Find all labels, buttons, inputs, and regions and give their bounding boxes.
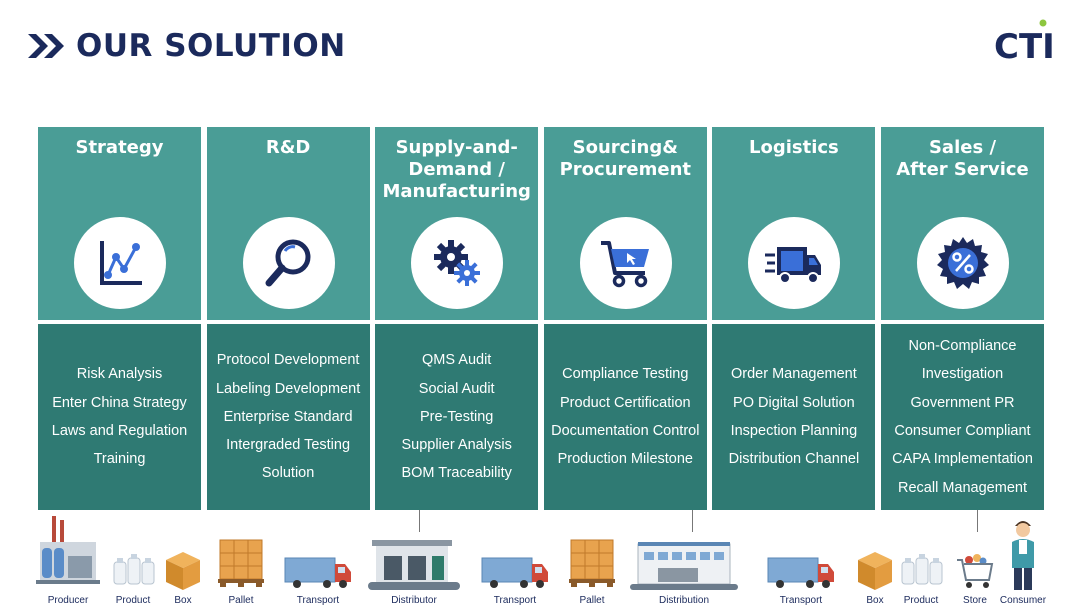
service-item: Solution [261, 465, 315, 482]
service-item: Inspection Planning [730, 423, 858, 439]
shopping-cart-icon [957, 554, 994, 588]
service-item: Production Milestone [557, 451, 693, 468]
warehouse-icon [368, 540, 460, 590]
connector-line [692, 510, 693, 532]
column-title: R&D [265, 137, 311, 158]
flow-item: Distribution [628, 512, 740, 609]
pallet-icon [218, 539, 264, 587]
supply-chain-flow: Producer Product Box [0, 512, 1080, 609]
service-item: Laws and Regulation [51, 423, 188, 439]
service-item: Consumer Compliant [894, 423, 1031, 439]
column-manufacturing: Supply-and- Demand / Manufacturing [375, 127, 539, 510]
double-chevron-icon [28, 34, 64, 58]
column-rnd: R&D Protocol Development Labeling Develo… [206, 127, 370, 510]
distribution-center-icon [630, 542, 738, 590]
box-icon [858, 552, 892, 590]
column-sales: Sales / After Service Non-Compliance Inv… [881, 127, 1044, 510]
cti-logo: CTI [994, 19, 1054, 62]
flow-label: Distribution [658, 595, 710, 606]
flow-label: Product [903, 595, 939, 606]
flow-item: Product [110, 512, 156, 609]
service-item: Order Management [731, 366, 857, 383]
flow-label: Box [866, 595, 884, 606]
service-item: Intergraded Testing [226, 437, 351, 454]
flow-label: Transport [779, 595, 823, 606]
truck-icon [767, 557, 834, 588]
column-title: Sourcing& Procurement [559, 137, 691, 180]
page-title: OUR SOLUTION [76, 28, 346, 64]
column-strategy: Strategy Risk Analysis Enter China Strat… [38, 127, 201, 510]
cart-icon [600, 241, 649, 288]
flow-label: Distributor [391, 595, 437, 606]
bottles-icon [901, 554, 943, 585]
flow-label: Consumer [999, 595, 1047, 606]
service-item: QMS Audit [422, 352, 492, 369]
service-item: Protocol Development [216, 352, 360, 369]
column-title: Sales / After Service [896, 137, 1029, 180]
service-item: Non-Compliance [908, 338, 1017, 355]
magnifier-icon [265, 239, 311, 287]
service-item: BOM Traceability [401, 465, 512, 482]
flow-label: Pallet [228, 595, 254, 606]
header: OUR SOLUTION [26, 26, 346, 66]
factory-icon [36, 516, 100, 584]
service-item: Enterprise Standard [223, 408, 353, 425]
column-sourcing: Sourcing& Procurement Compliance Testing… [543, 127, 707, 510]
discount-badge-icon [937, 237, 989, 289]
service-item: CAPA Implementation [892, 451, 1033, 468]
service-item: Enter China Strategy [52, 394, 187, 411]
flow-item: Pallet [216, 512, 266, 609]
truck-icon [481, 557, 548, 588]
flow-item: Distributor [366, 512, 462, 609]
bottles-icon [113, 554, 155, 585]
connector-line [977, 510, 978, 532]
column-title: Strategy [75, 137, 164, 158]
connector-line [419, 510, 420, 532]
truck-icon [284, 557, 351, 588]
service-item: Distribution Channel [728, 451, 860, 468]
flow-item: Pallet [567, 512, 617, 609]
flow-label: Store [963, 595, 987, 606]
flow-item: Consumer [1000, 512, 1046, 609]
service-item: Supplier Analysis [401, 437, 512, 454]
service-item: Labeling Development [215, 380, 361, 397]
flow-item: Producer [34, 512, 102, 609]
flow-item: Transport [283, 512, 353, 609]
truck-icon [765, 247, 822, 284]
flow-item: Box [164, 512, 202, 609]
flow-label: Pallet [579, 595, 605, 606]
chart-icon [100, 241, 142, 285]
gears-icon [434, 240, 481, 286]
flow-label: Producer [47, 595, 89, 606]
column-title: Logistics [749, 137, 839, 158]
service-item: Product Certification [560, 394, 691, 411]
pallet-icon [569, 539, 615, 587]
flow-item: Transport [480, 512, 550, 609]
service-item: Risk Analysis [76, 366, 163, 383]
flow-item: Transport [766, 512, 836, 609]
column-title: Supply-and- Demand / Manufacturing [382, 137, 531, 202]
flow-item: Product [898, 512, 944, 609]
flow-label: Transport [493, 595, 537, 606]
flow-item: Box [856, 512, 894, 609]
svg-text:CTI: CTI [994, 27, 1054, 62]
flow-label: Product [115, 595, 151, 606]
person-icon [1012, 521, 1034, 590]
flow-label: Box [174, 595, 192, 606]
flow-item: Store [955, 512, 995, 609]
service-item: Recall Management [898, 479, 1027, 496]
service-item: Government PR [910, 394, 1015, 411]
solution-grid: Strategy Risk Analysis Enter China Strat… [38, 127, 1044, 510]
flow-label: Transport [296, 595, 340, 606]
service-item: Documentation Control [551, 423, 700, 439]
box-icon [166, 552, 200, 590]
service-item: Pre-Testing [420, 408, 494, 425]
service-item: Compliance Testing [562, 366, 689, 383]
service-item: PO Digital Solution [733, 394, 855, 411]
service-item: Investigation [921, 366, 1004, 383]
service-item: Training [93, 451, 146, 468]
column-logistics: Logistics Order Management PO Digita [712, 127, 876, 510]
service-item: Social Audit [418, 380, 495, 397]
